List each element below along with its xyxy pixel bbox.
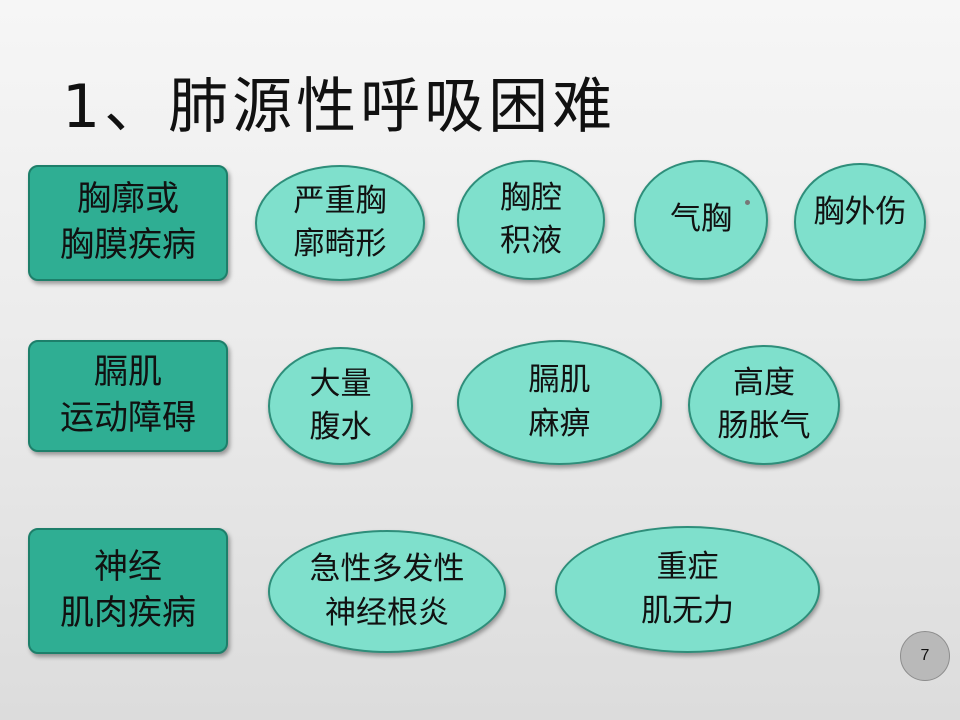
oval-label-line: 麻痹 [528,405,591,442]
oval-label-line: 廓畸形 [293,226,387,262]
oval-pneumothorax: 气胸 [634,160,768,280]
category-label-line: 神经 [94,547,162,588]
page-number-badge: 7 [900,631,950,681]
oval-chest-deformity: 严重胸 廓畸形 [255,165,425,281]
oval-label-line: 肌无力 [641,592,734,629]
oval-polyradiculitis: 急性多发性 神经根炎 [268,530,506,653]
oval-label-line: 急性多发性 [309,551,465,588]
category-label-line: 肌肉疾病 [60,593,196,633]
category-label-line: 胸膜疾病 [60,225,196,265]
decorative-dot [745,200,750,205]
oval-label-line: 膈肌 [528,362,591,399]
category-label-line: 膈肌 [94,352,162,393]
slide-title: 1、肺源性呼吸困难 [62,72,617,142]
oval-label-line: 积液 [500,223,562,259]
category-label-line: 运动障碍 [60,398,196,438]
oval-label-line: 气胸 [670,201,732,238]
oval-label-line: 严重胸 [293,182,387,219]
oval-label-line: 重症 [656,549,719,586]
oval-label-line: 胸外伤 [813,194,907,230]
oval-label-line: 神经根炎 [325,594,449,631]
oval-label-line: 腹水 [309,409,372,445]
category-box-diaphragm: 膈肌 运动障碍 [28,340,228,452]
category-box-chest-pleura: 胸廓或 胸膜疾病 [28,165,228,281]
oval-diaphragm-paralysis: 膈肌 麻痹 [457,340,662,465]
category-label-line: 胸廓或 [77,179,179,220]
oval-ascites: 大量 腹水 [268,347,413,465]
oval-label-line: 大量 [309,365,372,402]
oval-label-line: 高度 [733,364,795,401]
oval-myasthenia-gravis: 重症 肌无力 [555,526,820,653]
oval-intestinal-distension: 高度 肠胀气 [688,345,840,465]
oval-pleural-effusion: 胸腔 积液 [457,160,605,280]
category-box-neuromuscular: 神经 肌肉疾病 [28,528,228,654]
oval-label-line: 胸腔 [500,179,562,216]
oval-chest-trauma: 胸外伤 [794,163,926,281]
oval-label-line: 肠胀气 [717,408,811,444]
